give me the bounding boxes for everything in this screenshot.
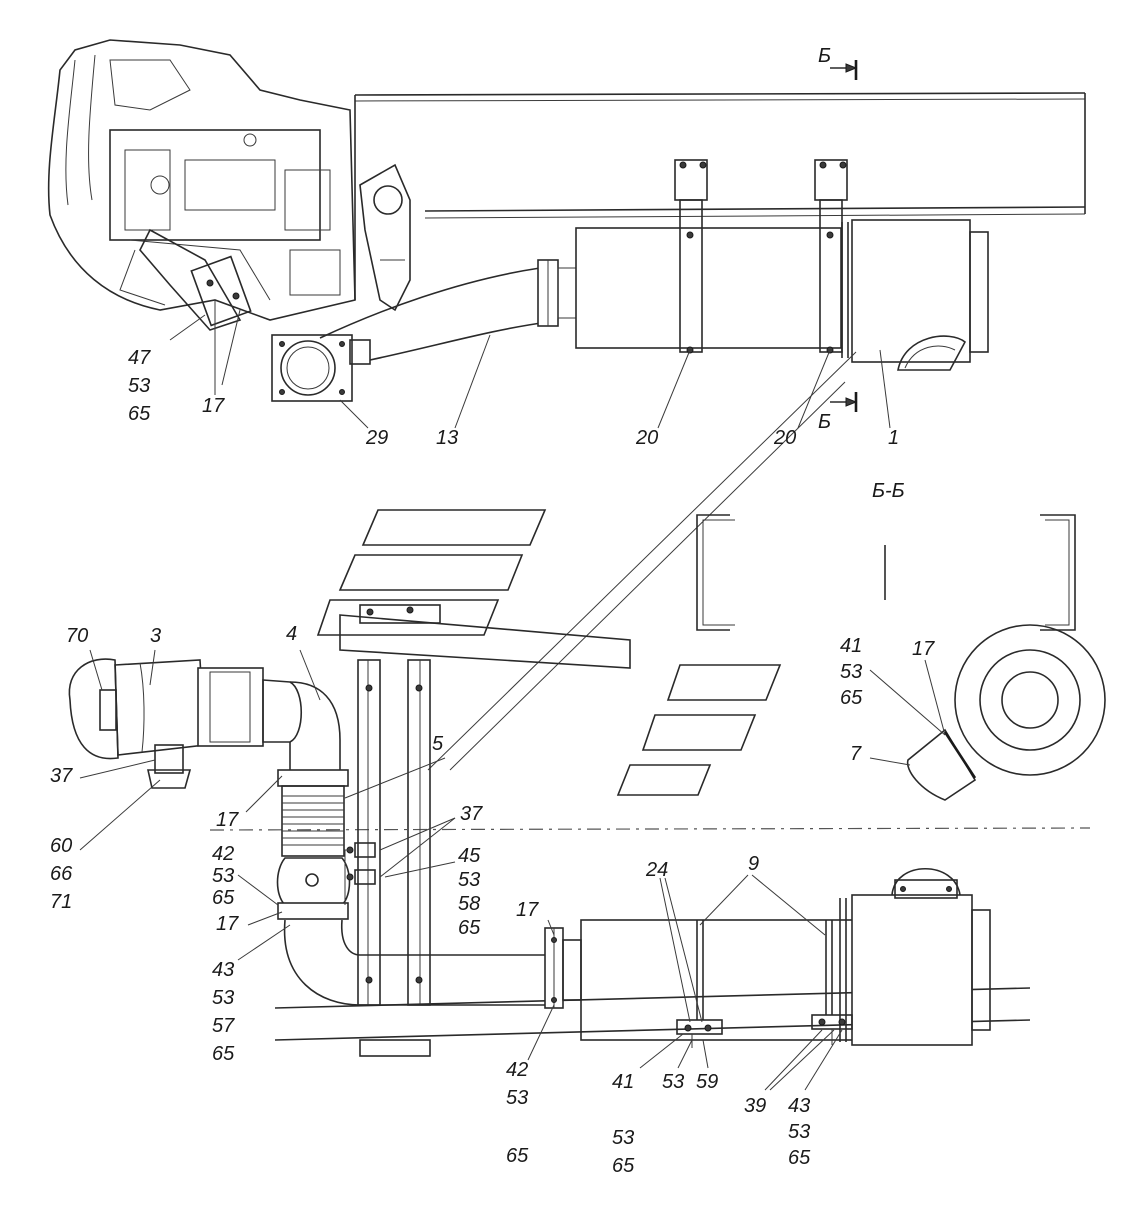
callout-53: 53 [212, 865, 234, 887]
intake-hood-70 [68, 658, 119, 760]
callout-53: 53 [128, 375, 150, 397]
callout-53: 53 [212, 987, 234, 1009]
callout-17: 17 [216, 809, 239, 831]
engine-unit [47, 39, 356, 331]
strap-20-left [674, 159, 708, 354]
label-plates [316, 509, 782, 796]
intake-pipe-13 [319, 259, 577, 361]
cross-member [339, 604, 631, 669]
callout-17: 17 [202, 395, 225, 417]
callout-29: 29 [365, 427, 388, 449]
callout-58: 58 [458, 893, 480, 915]
callout-70: 70 [66, 625, 88, 647]
callout-9: 9 [748, 853, 759, 875]
callout-37: 37 [460, 803, 483, 825]
callout-66: 66 [50, 863, 73, 885]
callout-53: 53 [612, 1127, 634, 1149]
callout-4: 4 [286, 623, 297, 645]
elbow-pipe-4 [276, 681, 545, 1006]
callout-53: 53 [506, 1087, 528, 1109]
callout-42: 42 [506, 1059, 528, 1081]
callout-53: 53 [840, 661, 862, 683]
vertical-brackets [357, 659, 431, 1006]
section-title: Б-Б [872, 480, 905, 502]
callout-53: 53 [788, 1121, 810, 1143]
callout-20-left: 20 [635, 427, 658, 449]
callout-65: 65 [788, 1147, 811, 1169]
section-view [696, 514, 1106, 801]
callout-39: 39 [744, 1095, 766, 1117]
lower-view [68, 604, 1091, 1091]
frame-rail-top [354, 92, 1086, 300]
callout-65: 65 [212, 887, 235, 909]
callout-42: 42 [212, 843, 234, 865]
callout-59: 59 [696, 1071, 718, 1093]
bands-9 [676, 920, 853, 1048]
flange-29 [271, 334, 371, 402]
callout-17: 17 [516, 899, 539, 921]
top-view [47, 39, 1086, 771]
callout-43: 43 [788, 1095, 810, 1117]
section-mark-bottom: Б [818, 411, 831, 433]
callout-41: 41 [612, 1071, 634, 1093]
section-cut-mark-bottom [830, 392, 858, 412]
section-cut-mark-top [830, 60, 858, 80]
callout-65: 65 [128, 403, 151, 425]
callout-17: 17 [216, 913, 239, 935]
lower-leaders [79, 649, 843, 1091]
callout-65: 65 [612, 1155, 635, 1177]
callout-24: 24 [645, 859, 668, 881]
strap-20-right [814, 159, 848, 354]
projection-lines [427, 351, 857, 771]
callout-3: 3 [150, 625, 161, 647]
callout-5: 5 [432, 733, 444, 755]
callout-53: 53 [458, 869, 480, 891]
section-mark-top: Б [818, 45, 831, 67]
callout-65: 65 [840, 687, 863, 709]
labels: Б Б Б-Б 47 53 65 17 29 13 20 20 1 41 53 … [50, 45, 935, 1177]
callout-7: 7 [850, 743, 862, 765]
callout-65: 65 [458, 917, 481, 939]
callout-65: 65 [212, 1043, 235, 1065]
top-leaders [169, 300, 891, 429]
bellows-5 [281, 785, 345, 857]
filter-inlet-coupling [544, 927, 582, 1009]
callout-45: 45 [458, 845, 481, 867]
callout-47: 47 [128, 347, 151, 369]
callout-20-right: 20 [773, 427, 796, 449]
callout-43: 43 [212, 959, 234, 981]
engine-mount-bracket [359, 163, 411, 312]
air-filter-housing-lower [580, 867, 991, 1046]
callout-17: 17 [912, 638, 935, 660]
callout-71: 71 [50, 891, 72, 913]
callout-1: 1 [888, 427, 899, 449]
callout-37: 37 [50, 765, 73, 787]
callout-13: 13 [436, 427, 458, 449]
clamps-37 [344, 842, 376, 905]
callout-53: 53 [662, 1071, 684, 1093]
air-filter-housing-top [575, 219, 989, 371]
callout-65: 65 [506, 1145, 529, 1167]
callout-60: 60 [50, 835, 72, 857]
callout-57: 57 [212, 1015, 235, 1037]
intake-pipe-3 [114, 659, 302, 789]
callout-41: 41 [840, 635, 862, 657]
